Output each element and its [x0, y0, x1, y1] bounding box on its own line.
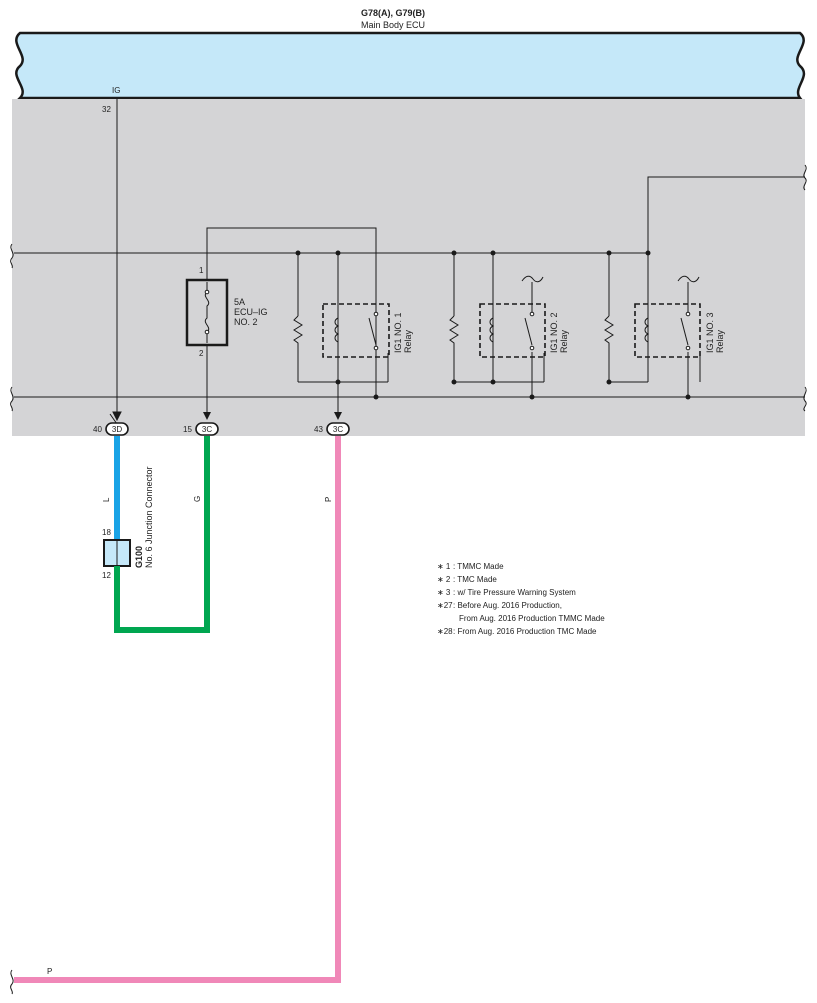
relay3-type: Relay: [715, 329, 725, 353]
upper-bus-break-left: [10, 243, 14, 269]
lower-bus-break-left: [10, 386, 14, 412]
ecu-pin-number: 32: [102, 105, 111, 114]
top-right-branch: [647, 176, 805, 253]
relay1-resistor: [293, 315, 303, 382]
relay3-tilde: [677, 275, 700, 283]
note-text: From Aug. 2016 Production TMMC Made: [459, 614, 605, 623]
relay1-contact-bottom: [373, 345, 379, 351]
fuse-terminal-bottom: [204, 329, 210, 335]
note-key: ∗ 3: [437, 588, 451, 597]
relay1-type: Relay: [403, 329, 413, 353]
junction-pin-15: 15: [183, 425, 192, 434]
note-text: : TMMC Made: [453, 562, 504, 571]
fuse-body: [185, 278, 229, 347]
fuse-element: [204, 282, 210, 343]
relay1-name: IG1 NO. 1: [393, 312, 403, 353]
terminal-arrows: [109, 411, 342, 425]
junction-block: [12, 99, 805, 436]
fuse-pin-bottom: 2: [199, 349, 204, 358]
relay1-coil: [334, 317, 340, 343]
relay2-coil: [489, 317, 495, 343]
fuse-terminal-top: [204, 289, 210, 295]
relay2-tilde: [521, 275, 544, 283]
junction-pin-43: 43: [314, 425, 323, 434]
note-key: ∗ 2: [437, 575, 451, 584]
junction-connector-3c-b-label: 3C: [333, 425, 343, 434]
junction-pin-40: 40: [93, 425, 102, 434]
note-text: : w/ Tire Pressure Warning System: [453, 588, 576, 597]
note-key: ∗27: [437, 601, 453, 610]
ecu-pin-signal: IG: [112, 86, 120, 95]
fuse-feed-line: [206, 227, 377, 352]
continuation-label: P: [47, 967, 52, 976]
junction-connector-3d-label: 3D: [112, 425, 122, 434]
g100-pin-bottom: 12: [102, 571, 111, 580]
relay3-contact-top: [685, 311, 691, 317]
junction-connector-3c-b: [326, 422, 350, 436]
note-text: : TMC Made: [453, 575, 497, 584]
junction-connector-3c-a: [195, 422, 219, 436]
g100-name: No. 6 Junction Connector: [144, 466, 154, 568]
relay1-switch: [368, 317, 377, 346]
relay2-switch: [524, 317, 533, 346]
relay3-coil: [644, 317, 650, 343]
relay2-box: [479, 303, 546, 358]
note-text: : Before Aug. 2016 Production,: [453, 601, 562, 610]
wire-p: [14, 436, 341, 983]
ecu-name: Main Body ECU: [361, 20, 425, 30]
junction-connector-3d: [105, 422, 129, 436]
note-key: ∗28: [437, 627, 453, 636]
relay2-resistor: [449, 315, 459, 382]
wire-p-label: P: [324, 497, 333, 502]
note-text: : From Aug. 2016 Production TMC Made: [453, 627, 597, 636]
note-key: ∗ 1: [437, 562, 451, 571]
relay3-box: [634, 303, 701, 358]
relay2-contact-bottom: [529, 345, 535, 351]
relay2-type: Relay: [559, 329, 569, 353]
relay3-resistor: [604, 315, 614, 382]
relay3-name: IG1 NO. 3: [705, 312, 715, 353]
junction-connector-3c-a-label: 3C: [202, 425, 212, 434]
junction-dots: [295, 250, 691, 400]
lower-bus-break-right: [803, 386, 807, 412]
relay1-box: [322, 303, 390, 358]
g100-id: G100: [134, 546, 144, 568]
wire-l-label: L: [102, 497, 111, 502]
relay3-switch: [680, 317, 689, 346]
fuse-rating: 5A: [234, 297, 245, 307]
wire-p-break: [10, 969, 14, 995]
fuse-pin-top: 1: [199, 266, 204, 275]
fuse-name-line1: ECU–IG: [234, 307, 268, 317]
fuse-name-line2: NO. 2: [234, 317, 258, 327]
relay2-name: IG1 NO. 2: [549, 312, 559, 353]
wire-g-label: G: [193, 496, 202, 502]
ecu-box: [15, 31, 806, 100]
relay1-contact-top: [373, 311, 379, 317]
g100-pin-top: 18: [102, 528, 111, 537]
wire-g: [114, 436, 210, 633]
relay2-contact-top: [529, 311, 535, 317]
relay3-contact-bottom: [685, 345, 691, 351]
ecu-connector-ids: G78(A), G79(B): [361, 8, 425, 18]
top-right-break: [803, 164, 807, 191]
notes: ∗ 1 : TMMC Made ∗ 2 : TMC Made ∗ 3 : w/ …: [437, 562, 605, 636]
